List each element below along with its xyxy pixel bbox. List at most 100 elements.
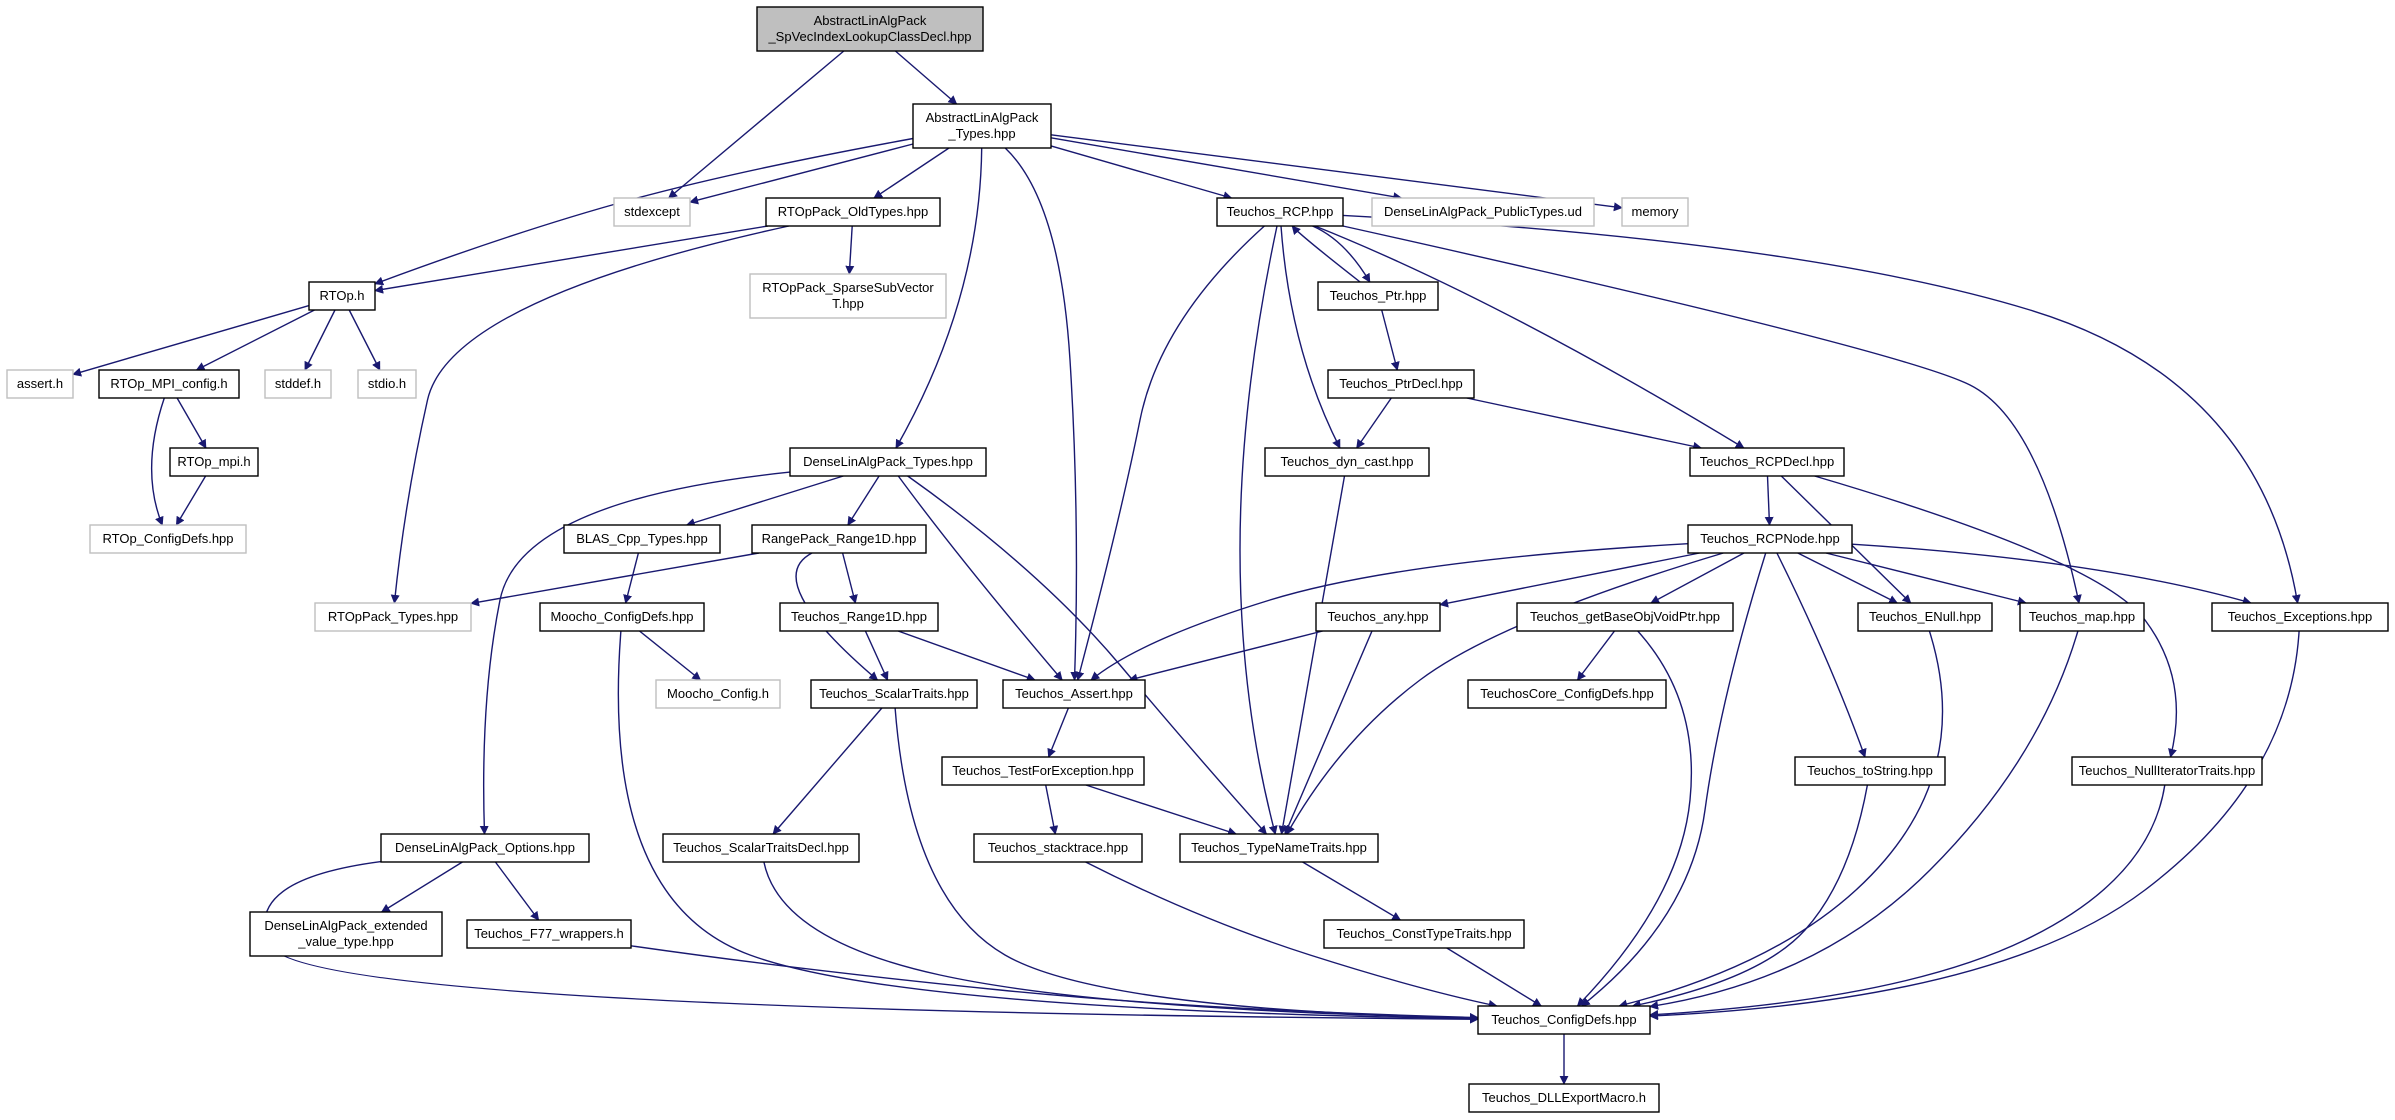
edge-types-to-teuchos_rcp — [1050, 145, 1233, 201]
node-rtop_h[interactable]: RTOp.h — [308, 281, 376, 311]
node-dense_options[interactable]: DenseLinAlgPack_Options.hpp — [380, 833, 590, 863]
node-teuchos_tostring[interactable]: Teuchos_toString.hpp — [1794, 756, 1946, 786]
node-box-moocho_config — [655, 679, 781, 709]
node-teuchos_rcpnode[interactable]: Teuchos_RCPNode.hpp — [1687, 524, 1853, 554]
node-teuchos_configdefs[interactable]: Teuchos_ConfigDefs.hpp — [1477, 1005, 1651, 1035]
edges-layer — [72, 50, 2301, 1085]
node-box-types — [912, 103, 1052, 149]
edge-teuchos_rcpnode-to-teuchos_configdefs — [1580, 552, 1767, 1007]
edge-teuchos_testforexc-to-teuchos_stacktrace — [1045, 784, 1059, 835]
node-label-teuchos_dllexport-0: Teuchos_DLLExportMacro.h — [1482, 1090, 1646, 1105]
node-rangepack[interactable]: RangePack_Range1D.hpp — [751, 524, 927, 554]
node-teuchos_map[interactable]: Teuchos_map.hpp — [2019, 602, 2145, 632]
node-dense_extended[interactable]: DenseLinAlgPack_extended_value_type.hpp — [249, 911, 443, 957]
node-label-root-1: _SpVecIndexLookupClassDecl.hpp — [767, 29, 971, 44]
edge-teuchos_rcpnode-to-teuchos_exceptions — [1851, 543, 2252, 606]
node-blas_types[interactable]: BLAS_Cpp_Types.hpp — [563, 524, 721, 554]
node-rtop_mpi_h[interactable]: RTOp_mpi.h — [169, 447, 259, 477]
node-label-teuchos_ptr-0: Teuchos_Ptr.hpp — [1330, 288, 1427, 303]
edge-teuchos_rcp-to-teuchos_ptr — [1312, 225, 1371, 283]
node-stdexcept: stdexcept — [613, 197, 691, 227]
edge-teuchos_tostring-to-teuchos_configdefs — [1631, 784, 1869, 1009]
edge-teuchos_rcp-to-teuchos_assert — [1075, 225, 1265, 681]
node-teuchos_ptr[interactable]: Teuchos_Ptr.hpp — [1317, 281, 1439, 311]
node-box-stdio_h — [357, 369, 417, 399]
edge-types-to-dense_types — [895, 147, 983, 449]
edge-dense_options-to-teuchos_configdefs — [264, 860, 1479, 1024]
node-box-root — [756, 6, 984, 52]
node-teuchos_range1d[interactable]: Teuchos_Range1D.hpp — [779, 602, 939, 632]
node-label-rtop_mpi_h-0: RTOp_mpi.h — [177, 454, 250, 469]
edge-dense_types-to-dense_options — [479, 471, 791, 835]
edge-teuchos_exceptions-to-teuchos_configdefs — [1649, 630, 2300, 1021]
node-types[interactable]: AbstractLinAlgPack_Types.hpp — [912, 103, 1052, 149]
edge-dense_types-to-teuchos_assert — [897, 475, 1063, 681]
edge-teuchos_any-to-teuchos_assert — [1128, 630, 1323, 683]
node-dense_types[interactable]: DenseLinAlgPack_Types.hpp — [789, 447, 987, 477]
node-box-teuchos_consttype — [1323, 919, 1525, 949]
edge-dense_types-to-teuchos_typenametraits — [907, 475, 1268, 835]
node-rtop_mpi_config[interactable]: RTOp_MPI_config.h — [98, 369, 240, 399]
node-teuchos_dyncast[interactable]: Teuchos_dyn_cast.hpp — [1264, 447, 1430, 477]
node-teuchos_assert[interactable]: Teuchos_Assert.hpp — [1002, 679, 1146, 709]
node-teuchos_typenametraits[interactable]: Teuchos_TypeNameTraits.hpp — [1179, 833, 1379, 863]
node-teuchos_f77[interactable]: Teuchos_F77_wrappers.h — [466, 919, 632, 949]
edge-teuchos_getbase-to-teuchos_configdefs — [1576, 630, 1693, 1007]
node-moocho_configdefs[interactable]: Moocho_ConfigDefs.hpp — [539, 602, 705, 632]
node-label-rtop_sparse-0: RTOpPack_SparseSubVector — [762, 280, 934, 295]
node-teuchos_testforexc[interactable]: Teuchos_TestForException.hpp — [941, 756, 1145, 786]
edge-rangepack-to-teuchos_range1d — [841, 552, 858, 604]
node-label-teuchos_consttype-0: Teuchos_ConstTypeTraits.hpp — [1336, 926, 1511, 941]
node-root[interactable]: AbstractLinAlgPack_SpVecIndexLookupClass… — [756, 6, 984, 52]
edge-rtop_h-to-stdio_h — [348, 309, 381, 371]
node-teuchos_rcp[interactable]: Teuchos_RCP.hpp — [1216, 197, 1344, 227]
edge-teuchos_testforexc-to-teuchos_typenametraits — [1085, 784, 1237, 836]
node-label-stdio_h-0: stdio.h — [368, 376, 406, 391]
node-assert_h: assert.h — [6, 369, 74, 399]
node-teuchos_ptrdecl[interactable]: Teuchos_PtrDecl.hpp — [1327, 369, 1475, 399]
edge-teuchos_enull-to-teuchos_configdefs — [1618, 630, 1944, 1009]
node-teuchos_nulliter[interactable]: Teuchos_NullIteratorTraits.hpp — [2071, 756, 2263, 786]
node-teuchoscore_configdefs[interactable]: TeuchosCore_ConfigDefs.hpp — [1467, 679, 1667, 709]
node-label-teuchos_nulliter-0: Teuchos_NullIteratorTraits.hpp — [2079, 763, 2256, 778]
node-label-dense_options-0: DenseLinAlgPack_Options.hpp — [395, 840, 575, 855]
node-teuchos_consttype[interactable]: Teuchos_ConstTypeTraits.hpp — [1323, 919, 1525, 949]
node-box-rtop_old — [765, 197, 941, 227]
edge-types-to-teuchos_assert — [1004, 147, 1080, 681]
edge-teuchos_assert-to-teuchos_testforexc — [1047, 707, 1070, 758]
node-label-teuchos_dyncast-0: Teuchos_dyn_cast.hpp — [1281, 454, 1414, 469]
node-box-teuchos_scalartraitsdecl — [662, 833, 860, 863]
node-rtop_old[interactable]: RTOpPack_OldTypes.hpp — [765, 197, 941, 227]
node-box-teuchos_dyncast — [1264, 447, 1430, 477]
node-moocho_config: Moocho_Config.h — [655, 679, 781, 709]
edge-dense_options-to-dense_extended — [380, 861, 463, 913]
edge-rtop_old-to-rtop_h — [374, 225, 768, 294]
node-box-rtoppack_types — [314, 602, 472, 632]
node-teuchos_rcpdecl[interactable]: Teuchos_RCPDecl.hpp — [1689, 447, 1845, 477]
edge-teuchos_rcpnode-to-teuchos_assert — [1090, 543, 1689, 681]
node-teuchos_exceptions[interactable]: Teuchos_Exceptions.hpp — [2211, 602, 2389, 632]
node-teuchos_scalartraits[interactable]: Teuchos_ScalarTraits.hpp — [810, 679, 978, 709]
edge-teuchos_scalartraitsdecl-to-teuchos_configdefs — [763, 861, 1479, 1023]
node-box-rtop_mpi_h — [169, 447, 259, 477]
node-box-rtop_mpi_config — [98, 369, 240, 399]
node-label-teuchos_ptrdecl-0: Teuchos_PtrDecl.hpp — [1339, 376, 1463, 391]
edge-rtop_old-to-rtop_sparse — [845, 225, 855, 275]
node-teuchos_any[interactable]: Teuchos_any.hpp — [1315, 602, 1441, 632]
node-box-memory — [1621, 197, 1689, 227]
node-box-teuchos_configdefs — [1477, 1005, 1651, 1035]
edge-teuchos_typenametraits-to-teuchos_consttype — [1302, 861, 1402, 921]
node-teuchos_dllexport[interactable]: Teuchos_DLLExportMacro.h — [1468, 1083, 1660, 1113]
node-label-types-0: AbstractLinAlgPack — [926, 110, 1039, 125]
node-teuchos_scalartraitsdecl[interactable]: Teuchos_ScalarTraitsDecl.hpp — [662, 833, 860, 863]
node-label-teuchos_any-0: Teuchos_any.hpp — [1328, 609, 1429, 624]
edge-rtop_mpi_config-to-rtop_configdefs — [150, 397, 165, 526]
edge-dense_types-to-blas_types — [685, 475, 844, 527]
node-teuchos_enull[interactable]: Teuchos_ENull.hpp — [1857, 602, 1993, 632]
node-teuchos_stacktrace[interactable]: Teuchos_stacktrace.hpp — [973, 833, 1143, 863]
node-label-stddef_h-0: stddef.h — [275, 376, 321, 391]
edge-teuchos_rcp-to-teuchos_map — [1342, 225, 2082, 604]
node-label-teuchos_typenametraits-0: Teuchos_TypeNameTraits.hpp — [1191, 840, 1367, 855]
edge-teuchos_rcpnode-to-teuchos_getbase — [1650, 552, 1745, 604]
node-teuchos_getbase[interactable]: Teuchos_getBaseObjVoidPtr.hpp — [1516, 602, 1734, 632]
